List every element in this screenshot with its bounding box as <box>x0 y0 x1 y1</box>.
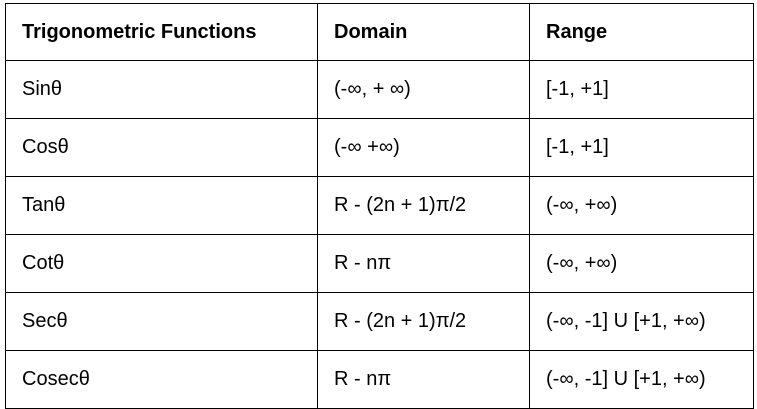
header-range: Range <box>529 3 754 61</box>
function-cell: Cosθ <box>5 118 318 177</box>
domain-cell: R - nπ <box>317 234 530 293</box>
function-cell: Secθ <box>5 292 318 351</box>
range-cell: (-∞, +∞) <box>529 234 754 293</box>
range-cell: (-∞, -1] U [+1, +∞) <box>529 350 754 409</box>
domain-cell: (-∞ +∞) <box>317 118 530 177</box>
range-cell: [-1, +1] <box>529 60 754 119</box>
table-row: Tanθ R - (2n + 1)π/2 (-∞, +∞) <box>5 176 754 235</box>
range-cell: (-∞, +∞) <box>529 176 754 235</box>
range-cell: (-∞, -1] U [+1, +∞) <box>529 292 754 351</box>
header-row: Trigonometric Functions Domain Range <box>5 3 754 61</box>
domain-cell: (-∞, + ∞) <box>317 60 530 119</box>
domain-cell: R - nπ <box>317 350 530 409</box>
table-row: Cosecθ R - nπ (-∞, -1] U [+1, +∞) <box>5 350 754 409</box>
trig-domain-range-table: Trigonometric Functions Domain Range Sin… <box>5 3 754 409</box>
table-row: Cotθ R - nπ (-∞, +∞) <box>5 234 754 293</box>
function-cell: Sinθ <box>5 60 318 119</box>
function-cell: Tanθ <box>5 176 318 235</box>
table-row: Sinθ (-∞, + ∞) [-1, +1] <box>5 60 754 119</box>
table-body: Sinθ (-∞, + ∞) [-1, +1] Cosθ (-∞ +∞) [-1… <box>5 60 754 409</box>
table-header: Trigonometric Functions Domain Range <box>5 3 754 61</box>
domain-cell: R - (2n + 1)π/2 <box>317 176 530 235</box>
range-cell: [-1, +1] <box>529 118 754 177</box>
table-row: Secθ R - (2n + 1)π/2 (-∞, -1] U [+1, +∞) <box>5 292 754 351</box>
function-cell: Cotθ <box>5 234 318 293</box>
header-functions: Trigonometric Functions <box>5 3 318 61</box>
header-domain: Domain <box>317 3 530 61</box>
table-row: Cosθ (-∞ +∞) [-1, +1] <box>5 118 754 177</box>
domain-cell: R - (2n + 1)π/2 <box>317 292 530 351</box>
function-cell: Cosecθ <box>5 350 318 409</box>
